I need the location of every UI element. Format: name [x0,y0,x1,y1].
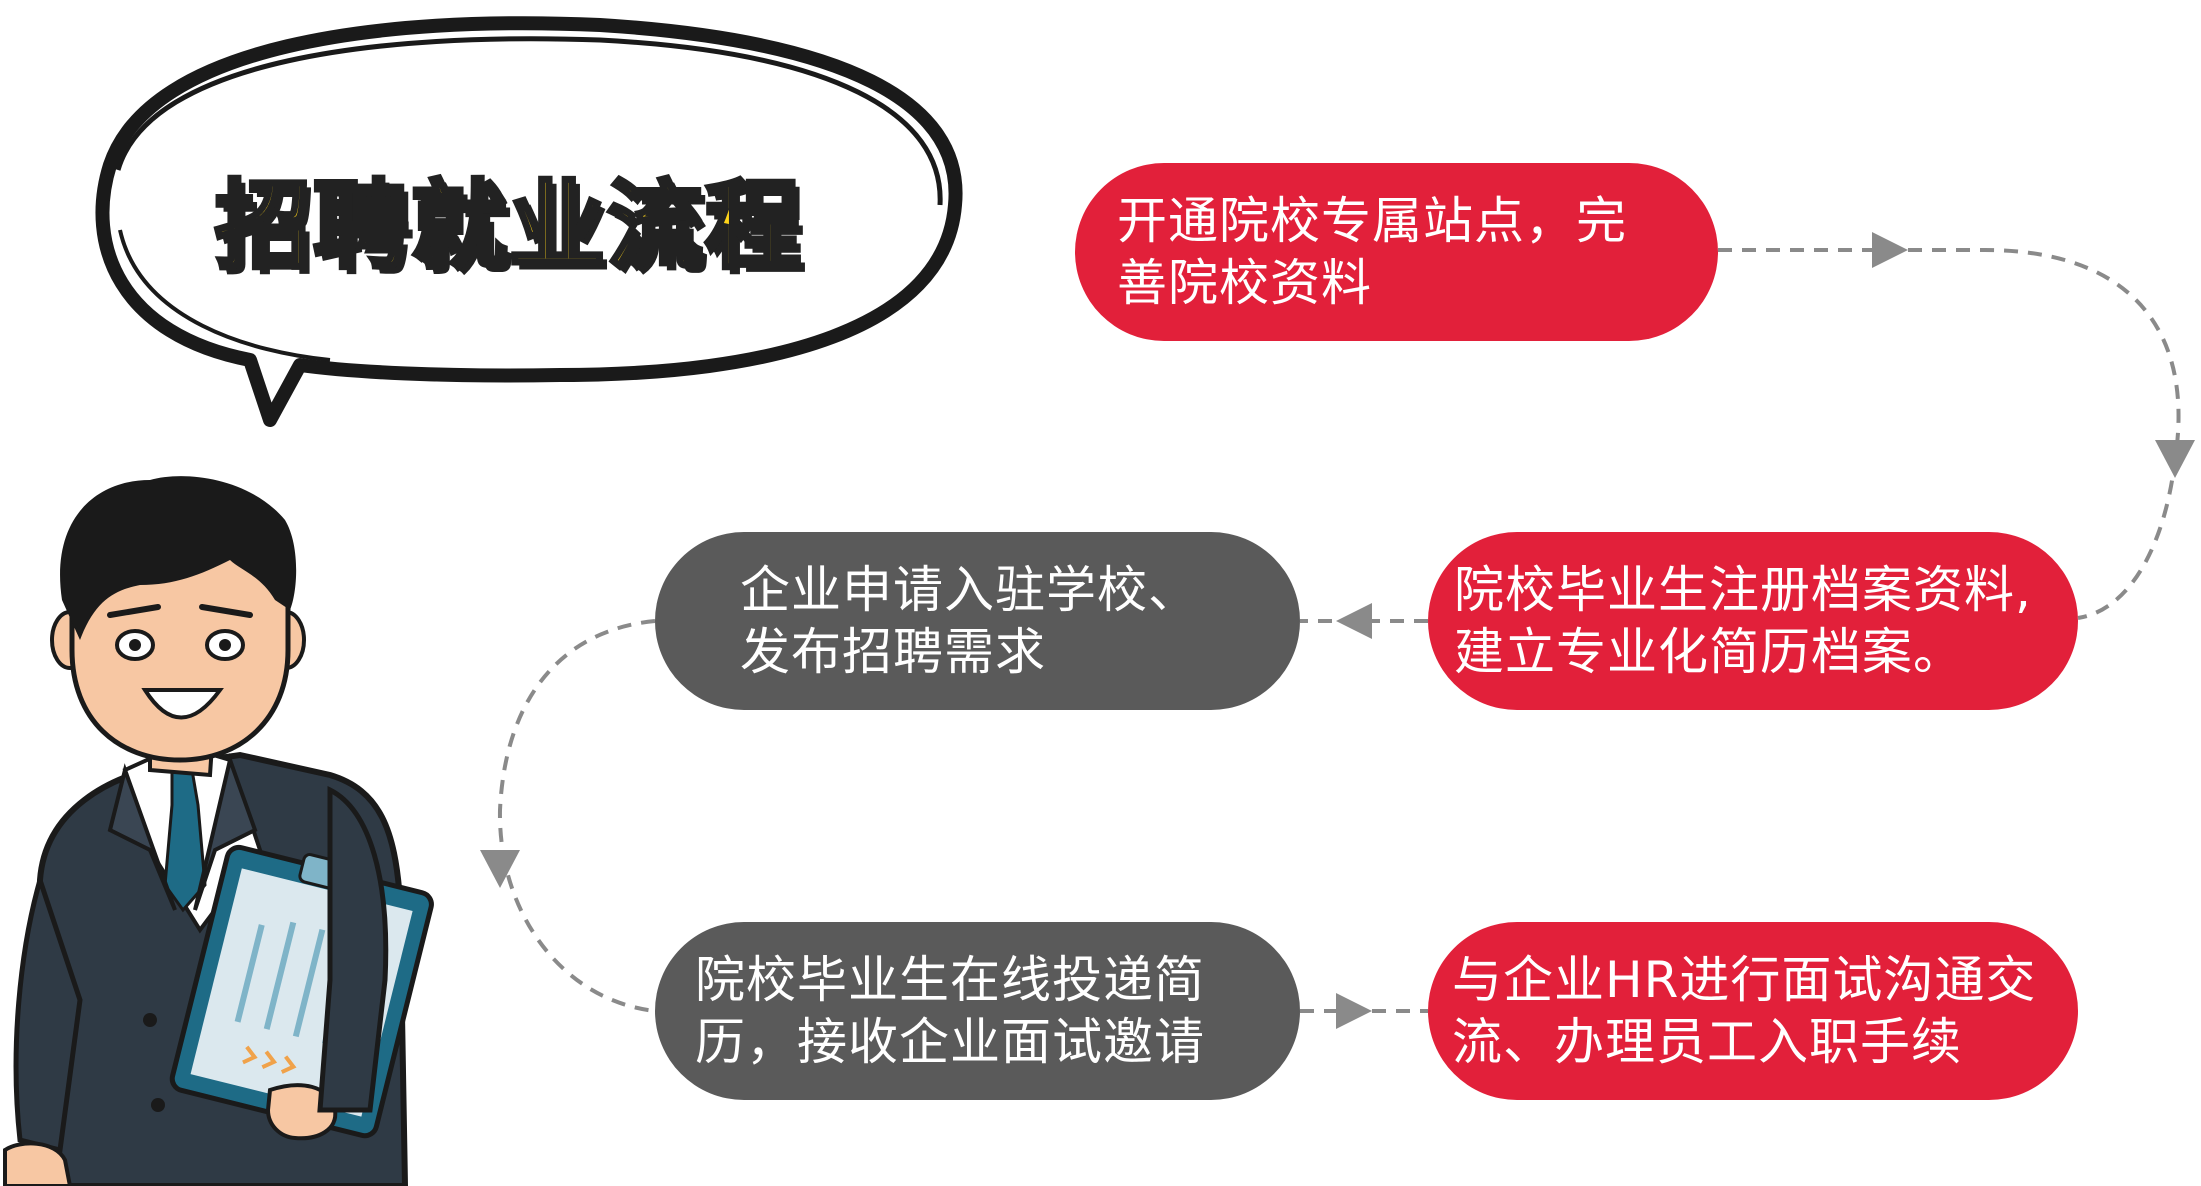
arrow-down-icon [480,850,520,888]
arrow-left-icon [1336,603,1372,639]
arrow-down-icon [2155,440,2195,478]
page-title: 招聘就业流程 [213,168,803,284]
arrow-right-icon [1872,232,1908,268]
step-5-interview-onboard: 与企业HR进行面试沟通交 流、办理员工入职手续 [1428,922,2078,1100]
speech-bubble [95,16,963,427]
step-1-open-site: 开通院校专属站点，完 善院校资料 [1075,163,1718,341]
step-1-text: 开通院校专属站点，完 善院校资料 [1117,192,1627,312]
connector-step4-to-step5 [1300,993,1428,1029]
step-3-text: 企业申请入驻学校、 发布招聘需求 [740,561,1199,681]
connector-step2-to-step3 [1300,603,1428,639]
connector-step1-to-step2 [1718,232,2195,620]
step-4-submit-resume: 院校毕业生在线投递简 历，接收企业面试邀请 [655,922,1300,1100]
connector-step3-to-step4 [480,619,656,1013]
step-3-enterprise-join: 企业申请入驻学校、 发布招聘需求 [655,532,1300,710]
step-2-register-resume: 院校毕业生注册档案资料, 建立专业化简历档案。 [1428,532,2078,710]
step-5-text: 与企业HR进行面试沟通交 流、办理员工入职手续 [1452,951,2037,1071]
step-4-text: 院校毕业生在线投递简 历，接收企业面试邀请 [695,951,1205,1071]
arrow-right-icon [1336,993,1372,1029]
step-2-text: 院校毕业生注册档案资料, 建立专业化简历档案。 [1454,561,2032,681]
businessman-illustration [3,476,434,1186]
